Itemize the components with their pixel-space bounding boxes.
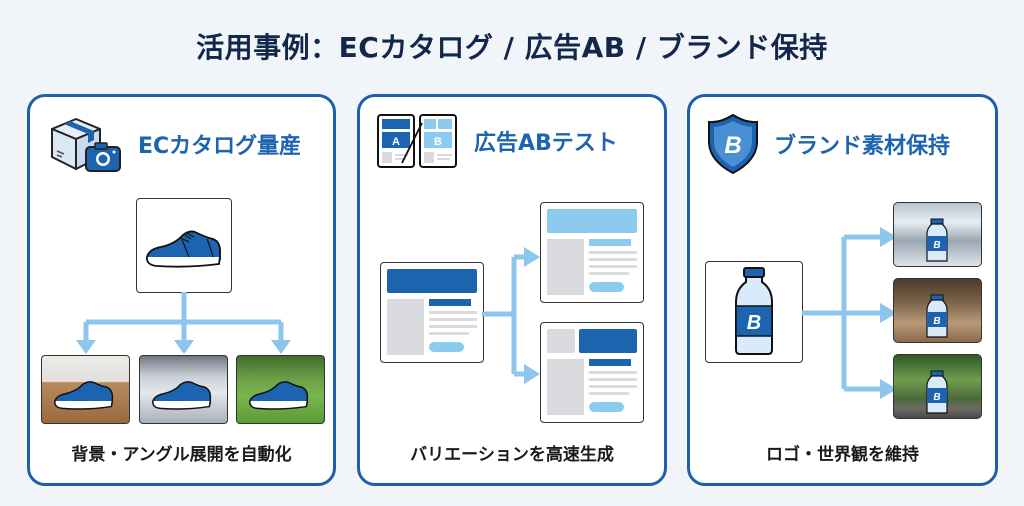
variation-office: B	[893, 202, 982, 267]
card-caption: バリエーションを高速生成	[410, 445, 614, 465]
svg-text:B: B	[933, 316, 940, 327]
brand-asset-card: B ブランド素材保持 B B B B ロゴ・世界観を維持	[687, 94, 998, 486]
layout-text-line	[589, 385, 637, 388]
ec-catalog-card: ECカタログ量産 背景・アングル展開を自動化	[27, 94, 336, 486]
layout-text-line	[589, 272, 629, 275]
arrow-head	[271, 340, 291, 354]
layout-cta-button	[589, 402, 624, 412]
layout-text-line	[429, 332, 469, 335]
arrow-head	[880, 303, 897, 323]
layout-heading-bar	[589, 239, 631, 246]
layout-image-block	[387, 299, 424, 355]
layout-text-line	[589, 378, 637, 381]
branch-arrows	[76, 292, 291, 354]
layout-image-block	[547, 239, 584, 295]
layout-image-block	[547, 359, 584, 415]
variation-wood-floor	[41, 355, 130, 424]
layout-text-line	[429, 318, 477, 321]
box-camera-icon	[51, 118, 121, 172]
source-product-image	[136, 198, 232, 293]
layout-cta-button	[589, 282, 624, 292]
bottle-icon: B	[735, 267, 773, 355]
card-title: ECカタログ量産	[138, 134, 302, 159]
layout-text-line	[589, 258, 637, 261]
layout-cta-button	[429, 342, 464, 352]
source-ad-layout	[380, 262, 484, 363]
branch-arrows	[802, 227, 897, 399]
branch-arrows	[482, 247, 540, 384]
layout-text-line	[589, 265, 637, 268]
variation-outdoor: B	[893, 354, 982, 419]
ad-ab-test-card: A B 広告ABテスト	[357, 94, 667, 486]
layout-text-line	[429, 311, 477, 314]
arrow-head	[880, 227, 897, 247]
card-title: 広告ABテスト	[474, 131, 618, 156]
ad-variant-b	[540, 322, 644, 423]
arrow-head	[76, 340, 96, 354]
variation-cafe: B	[893, 278, 982, 343]
layout-text-line	[589, 371, 637, 374]
brand-shield-icon: B	[708, 113, 758, 175]
arrow-head	[174, 340, 194, 354]
arrow-head	[524, 247, 540, 267]
svg-text:B: B	[933, 240, 940, 251]
card-caption: 背景・アングル展開を自動化	[71, 445, 292, 465]
layout-text-line	[589, 392, 629, 395]
layout-header-block	[547, 209, 637, 233]
shoe-icon	[146, 230, 222, 268]
layout-header-block	[387, 269, 477, 293]
shield-logo-letter: B	[724, 132, 741, 159]
layout-header-block	[579, 329, 637, 353]
arrow-head	[524, 364, 540, 384]
layout-heading-bar	[589, 359, 631, 366]
ab-icon-label-b: B	[434, 136, 442, 148]
card-caption: ロゴ・世界観を維持	[766, 445, 919, 465]
svg-text:B: B	[933, 392, 940, 403]
ab-layout-icon: A B	[377, 114, 457, 168]
variation-snow-road	[139, 355, 228, 424]
card-title: ブランド素材保持	[774, 134, 951, 159]
source-brand-product: B	[705, 261, 803, 363]
arrow-head	[880, 379, 897, 399]
page-title: 活用事例：ECカタログ / 広告AB / ブランド保持	[196, 31, 828, 64]
svg-text:B: B	[747, 312, 761, 334]
ab-icon-label-a: A	[392, 136, 400, 148]
layout-text-line	[429, 325, 477, 328]
layout-text-line	[589, 251, 637, 254]
variation-park-grass	[236, 355, 325, 424]
layout-image-block	[547, 329, 575, 353]
layout-heading-bar	[429, 299, 471, 306]
ad-variant-a	[540, 202, 644, 303]
